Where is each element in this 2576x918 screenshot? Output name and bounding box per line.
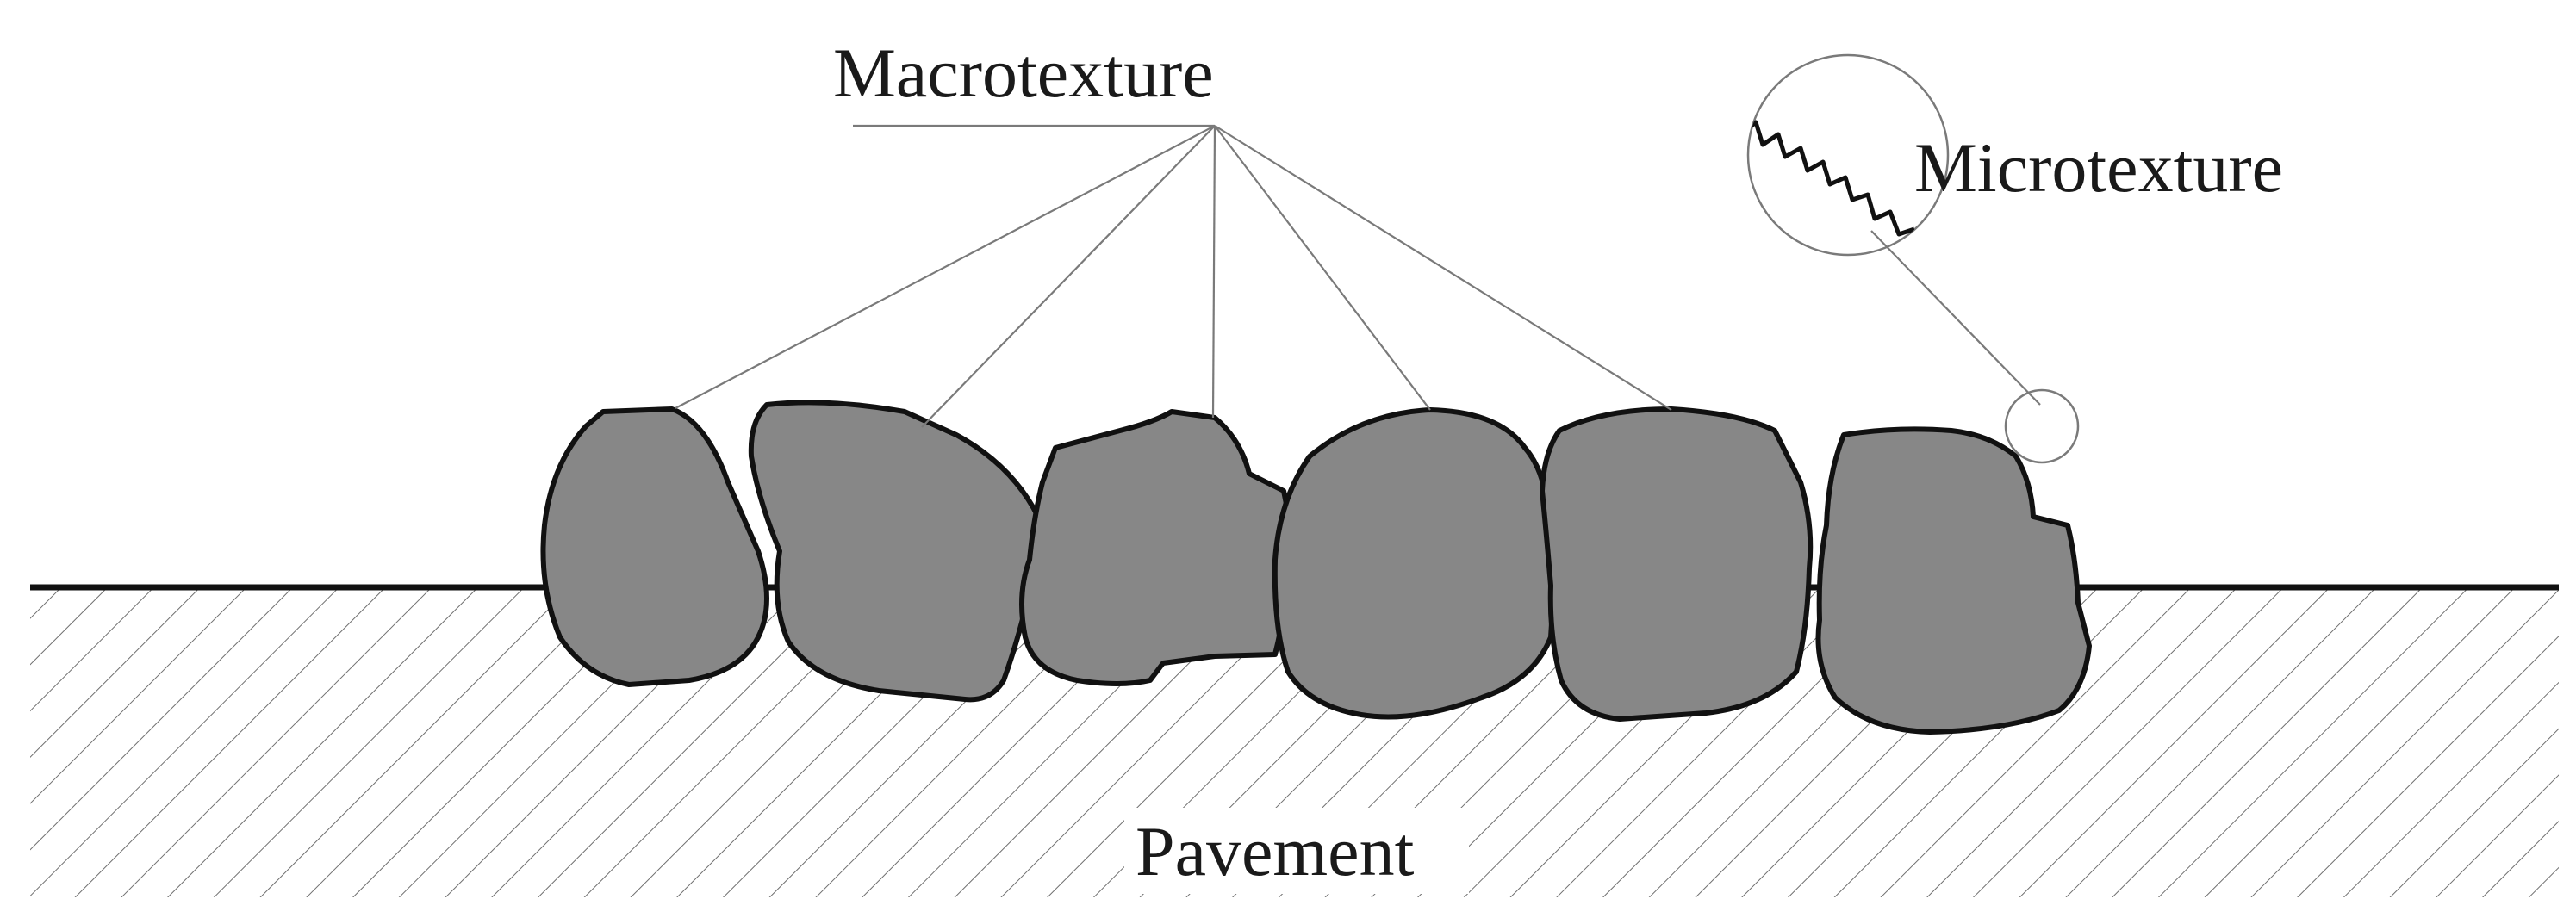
aggregate-stone bbox=[1815, 426, 2092, 735]
microtexture-zoom-circle bbox=[1746, 53, 1950, 257]
macrotexture-leader-lines bbox=[675, 125, 1672, 428]
pavement-label-background bbox=[1124, 808, 1469, 894]
aggregate-stone bbox=[1272, 407, 1555, 720]
microtexture-zoom-callout bbox=[1746, 53, 2080, 464]
aggregate-stone bbox=[1540, 406, 1814, 722]
aggregate-stones bbox=[540, 400, 2092, 735]
aggregate-stone bbox=[748, 400, 1041, 703]
aggregate-stone bbox=[1019, 409, 1295, 686]
microtexture-leader-line bbox=[1870, 230, 2041, 406]
microtexture-label: Microtexture bbox=[1914, 128, 2283, 207]
microtexture-spot-circle bbox=[2004, 388, 2080, 464]
microtexture-profile-line bbox=[1748, 101, 1915, 237]
aggregate-stone bbox=[540, 406, 769, 687]
pavement-label: Pavement bbox=[1136, 812, 1415, 890]
macrotexture-label: Macrotexture bbox=[833, 34, 1214, 112]
